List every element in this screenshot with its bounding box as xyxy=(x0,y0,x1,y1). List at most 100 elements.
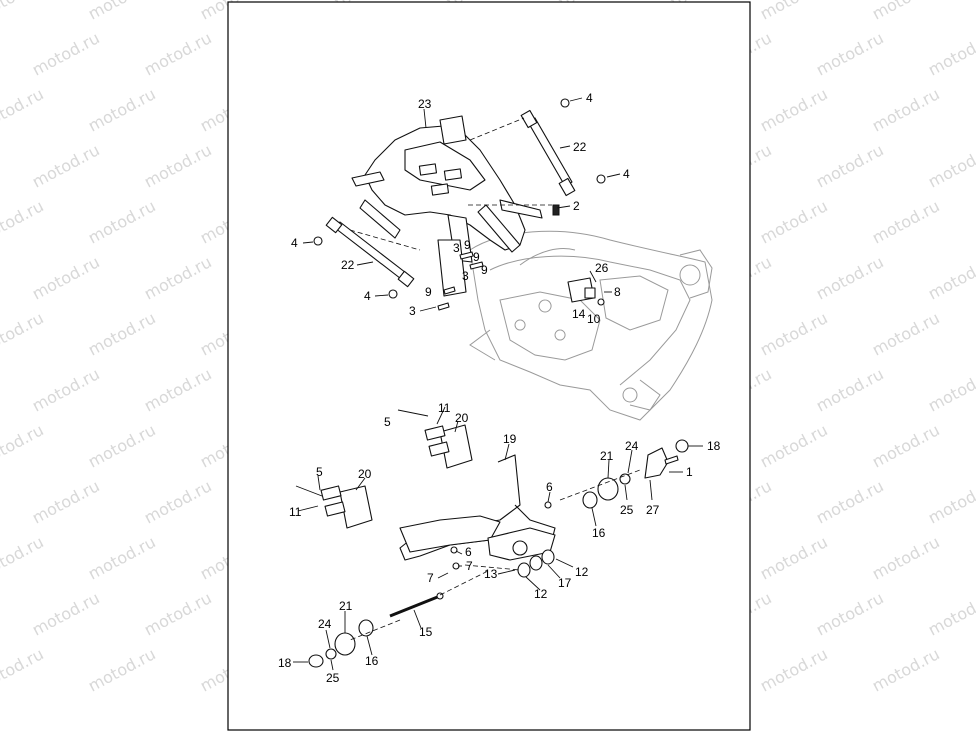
watermark-text: motod.ru xyxy=(869,0,943,24)
watermark-text: motod.ru xyxy=(0,196,47,247)
callout-20: 20 xyxy=(455,411,469,425)
watermark-text: motod.ru xyxy=(85,196,159,247)
callout-12: 12 xyxy=(575,565,589,579)
watermark-text: motod.ru xyxy=(29,364,103,415)
callout-20: 20 xyxy=(358,467,372,481)
callout-25: 25 xyxy=(326,671,340,685)
watermark-text: motod.ru xyxy=(869,84,943,135)
watermark-text: motod.ru xyxy=(757,420,831,471)
callout-15: 15 xyxy=(419,625,433,639)
watermark-text: motod.ru xyxy=(757,0,831,24)
callout-10: 10 xyxy=(587,312,601,326)
callout-18: 18 xyxy=(707,439,721,453)
watermark-text: motod.ru xyxy=(85,644,159,695)
watermark-text: motod.ru xyxy=(813,140,887,191)
callout-18: 18 xyxy=(278,656,292,670)
callout-26: 26 xyxy=(595,261,609,275)
callout-8: 8 xyxy=(614,285,621,299)
alignment-lines xyxy=(349,117,641,641)
watermark-text: motod.ru xyxy=(813,476,887,527)
callout-4: 4 xyxy=(586,91,593,105)
watermark-text: motod.ru xyxy=(29,588,103,639)
watermark-text: motod.ru xyxy=(925,28,976,79)
callout-7: 7 xyxy=(427,571,434,585)
callout-24: 24 xyxy=(625,439,639,453)
callout-7: 7 xyxy=(466,559,473,573)
watermark-text: motod.ru xyxy=(925,252,976,303)
watermark-text: motod.ru xyxy=(85,420,159,471)
watermark-text: motod.ru xyxy=(85,0,159,24)
watermark-text: motod.ru xyxy=(0,532,47,583)
callout-1: 1 xyxy=(686,465,693,479)
callout-9: 9 xyxy=(473,250,480,264)
watermark-text: motod.ru xyxy=(0,644,47,695)
watermark-text: motod.ru xyxy=(0,0,47,24)
callout-6: 6 xyxy=(546,480,553,494)
callout-22: 22 xyxy=(341,258,355,272)
swingarm-part-19 xyxy=(399,454,556,561)
callout-19: 19 xyxy=(503,432,517,446)
cross-bar-22-upper xyxy=(520,109,576,197)
motorcycle-frame-outline xyxy=(469,230,713,421)
callout-5: 5 xyxy=(384,415,391,429)
watermark-text: motod.ru xyxy=(925,476,976,527)
watermark-text: motod.ru xyxy=(141,364,215,415)
watermark-text: motod.ru xyxy=(925,140,976,191)
watermark-text: motod.ru xyxy=(0,308,47,359)
callout-9: 9 xyxy=(464,238,471,252)
callout-16: 16 xyxy=(592,526,606,540)
bearings-right xyxy=(582,439,689,509)
watermark-text: motod.ru xyxy=(29,140,103,191)
watermark-text: motod.ru xyxy=(141,140,215,191)
bearings-lower-center xyxy=(450,501,555,578)
watermark-text: motod.ru xyxy=(925,364,976,415)
watermark-text: motod.ru xyxy=(757,532,831,583)
watermark-text: motod.ru xyxy=(757,84,831,135)
watermark-text: motod.ru xyxy=(869,420,943,471)
watermark-text: motod.ru xyxy=(813,28,887,79)
watermark-text: motod.ru xyxy=(813,252,887,303)
callout-23: 23 xyxy=(418,97,432,111)
watermark-text: motod.ru xyxy=(85,308,159,359)
watermark-text: motod.ru xyxy=(141,252,215,303)
callout-25: 25 xyxy=(620,503,634,517)
watermark-text: motod.ru xyxy=(813,588,887,639)
callout-4: 4 xyxy=(623,167,630,181)
watermark-text: motod.ru xyxy=(0,84,47,135)
callout-9: 9 xyxy=(425,285,432,299)
watermark-text: motod.ru xyxy=(0,420,47,471)
callout-12: 12 xyxy=(534,587,548,601)
watermark-text: motod.ru xyxy=(141,588,215,639)
callout-22: 22 xyxy=(573,140,587,154)
callout-3: 3 xyxy=(409,304,416,318)
callout-3: 3 xyxy=(453,241,460,255)
callout-2: 2 xyxy=(573,199,580,213)
cross-bar-22-lower xyxy=(325,216,415,288)
watermark-text: motod.ru xyxy=(85,532,159,583)
hardware-upper xyxy=(313,98,606,311)
callout-4: 4 xyxy=(291,236,298,250)
mount-plate-20-lower xyxy=(295,485,373,529)
watermark-text: motod.ru xyxy=(29,476,103,527)
callout-11: 11 xyxy=(438,401,451,415)
callout-11: 11 xyxy=(289,505,302,519)
watermark-text: motod.ru xyxy=(813,364,887,415)
callout-21: 21 xyxy=(600,449,614,463)
callout-5: 5 xyxy=(316,465,323,479)
callout-14: 14 xyxy=(572,307,586,321)
watermark-text: motod.ru xyxy=(757,308,831,359)
callout-21: 21 xyxy=(339,599,353,613)
callout-24: 24 xyxy=(318,617,332,631)
callout-labels: 23 4 22 4 2 4 22 3 9 9 3 9 4 9 3 26 8 14… xyxy=(278,91,721,685)
watermark-text: motod.ru xyxy=(757,644,831,695)
callout-13: 13 xyxy=(484,567,498,581)
watermark-text: motod.ru xyxy=(869,532,943,583)
callout-4: 4 xyxy=(364,289,371,303)
watermark-text: motod.ru xyxy=(29,252,103,303)
callout-6: 6 xyxy=(465,545,472,559)
diagram-frame xyxy=(227,1,751,731)
watermark-text: motod.ru xyxy=(29,28,103,79)
watermark-text: motod.ru xyxy=(85,84,159,135)
watermark-text: motod.ru xyxy=(141,28,215,79)
